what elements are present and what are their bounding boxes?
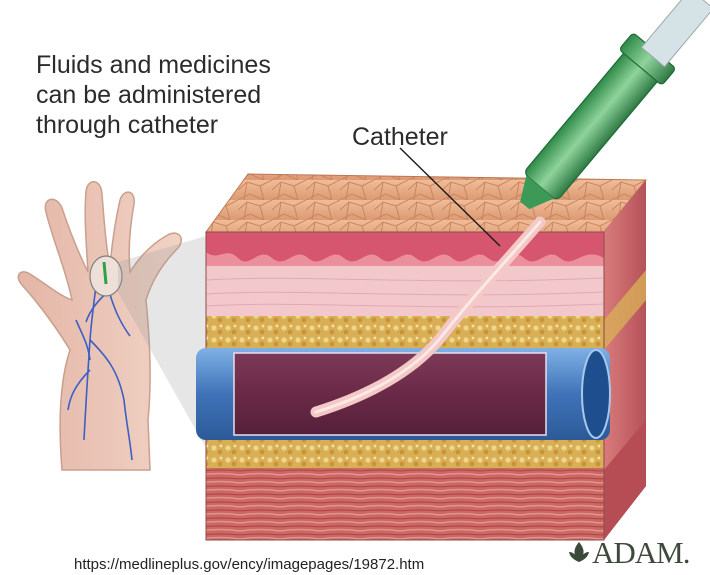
adam-brand-logo: ADAM. (566, 535, 689, 571)
muscle-layer (206, 468, 604, 540)
fat-layer-upper (206, 316, 604, 350)
vein (196, 348, 610, 440)
catheter-insertion-site (90, 256, 122, 296)
hand-illustration (18, 182, 206, 470)
adam-brand-name: ADAM. (592, 535, 689, 571)
source-url: https://medlineplus.gov/ency/imagepages/… (74, 556, 424, 573)
dermis-layer (206, 266, 604, 316)
vein-lumen (234, 353, 546, 435)
catheter-label: Catheter (352, 123, 448, 152)
adam-leaf-icon (566, 538, 592, 568)
syringe-barrel (642, 0, 710, 67)
vein-opening (582, 350, 610, 438)
fat-layer-lower (206, 440, 604, 468)
skin-surface (206, 174, 646, 232)
